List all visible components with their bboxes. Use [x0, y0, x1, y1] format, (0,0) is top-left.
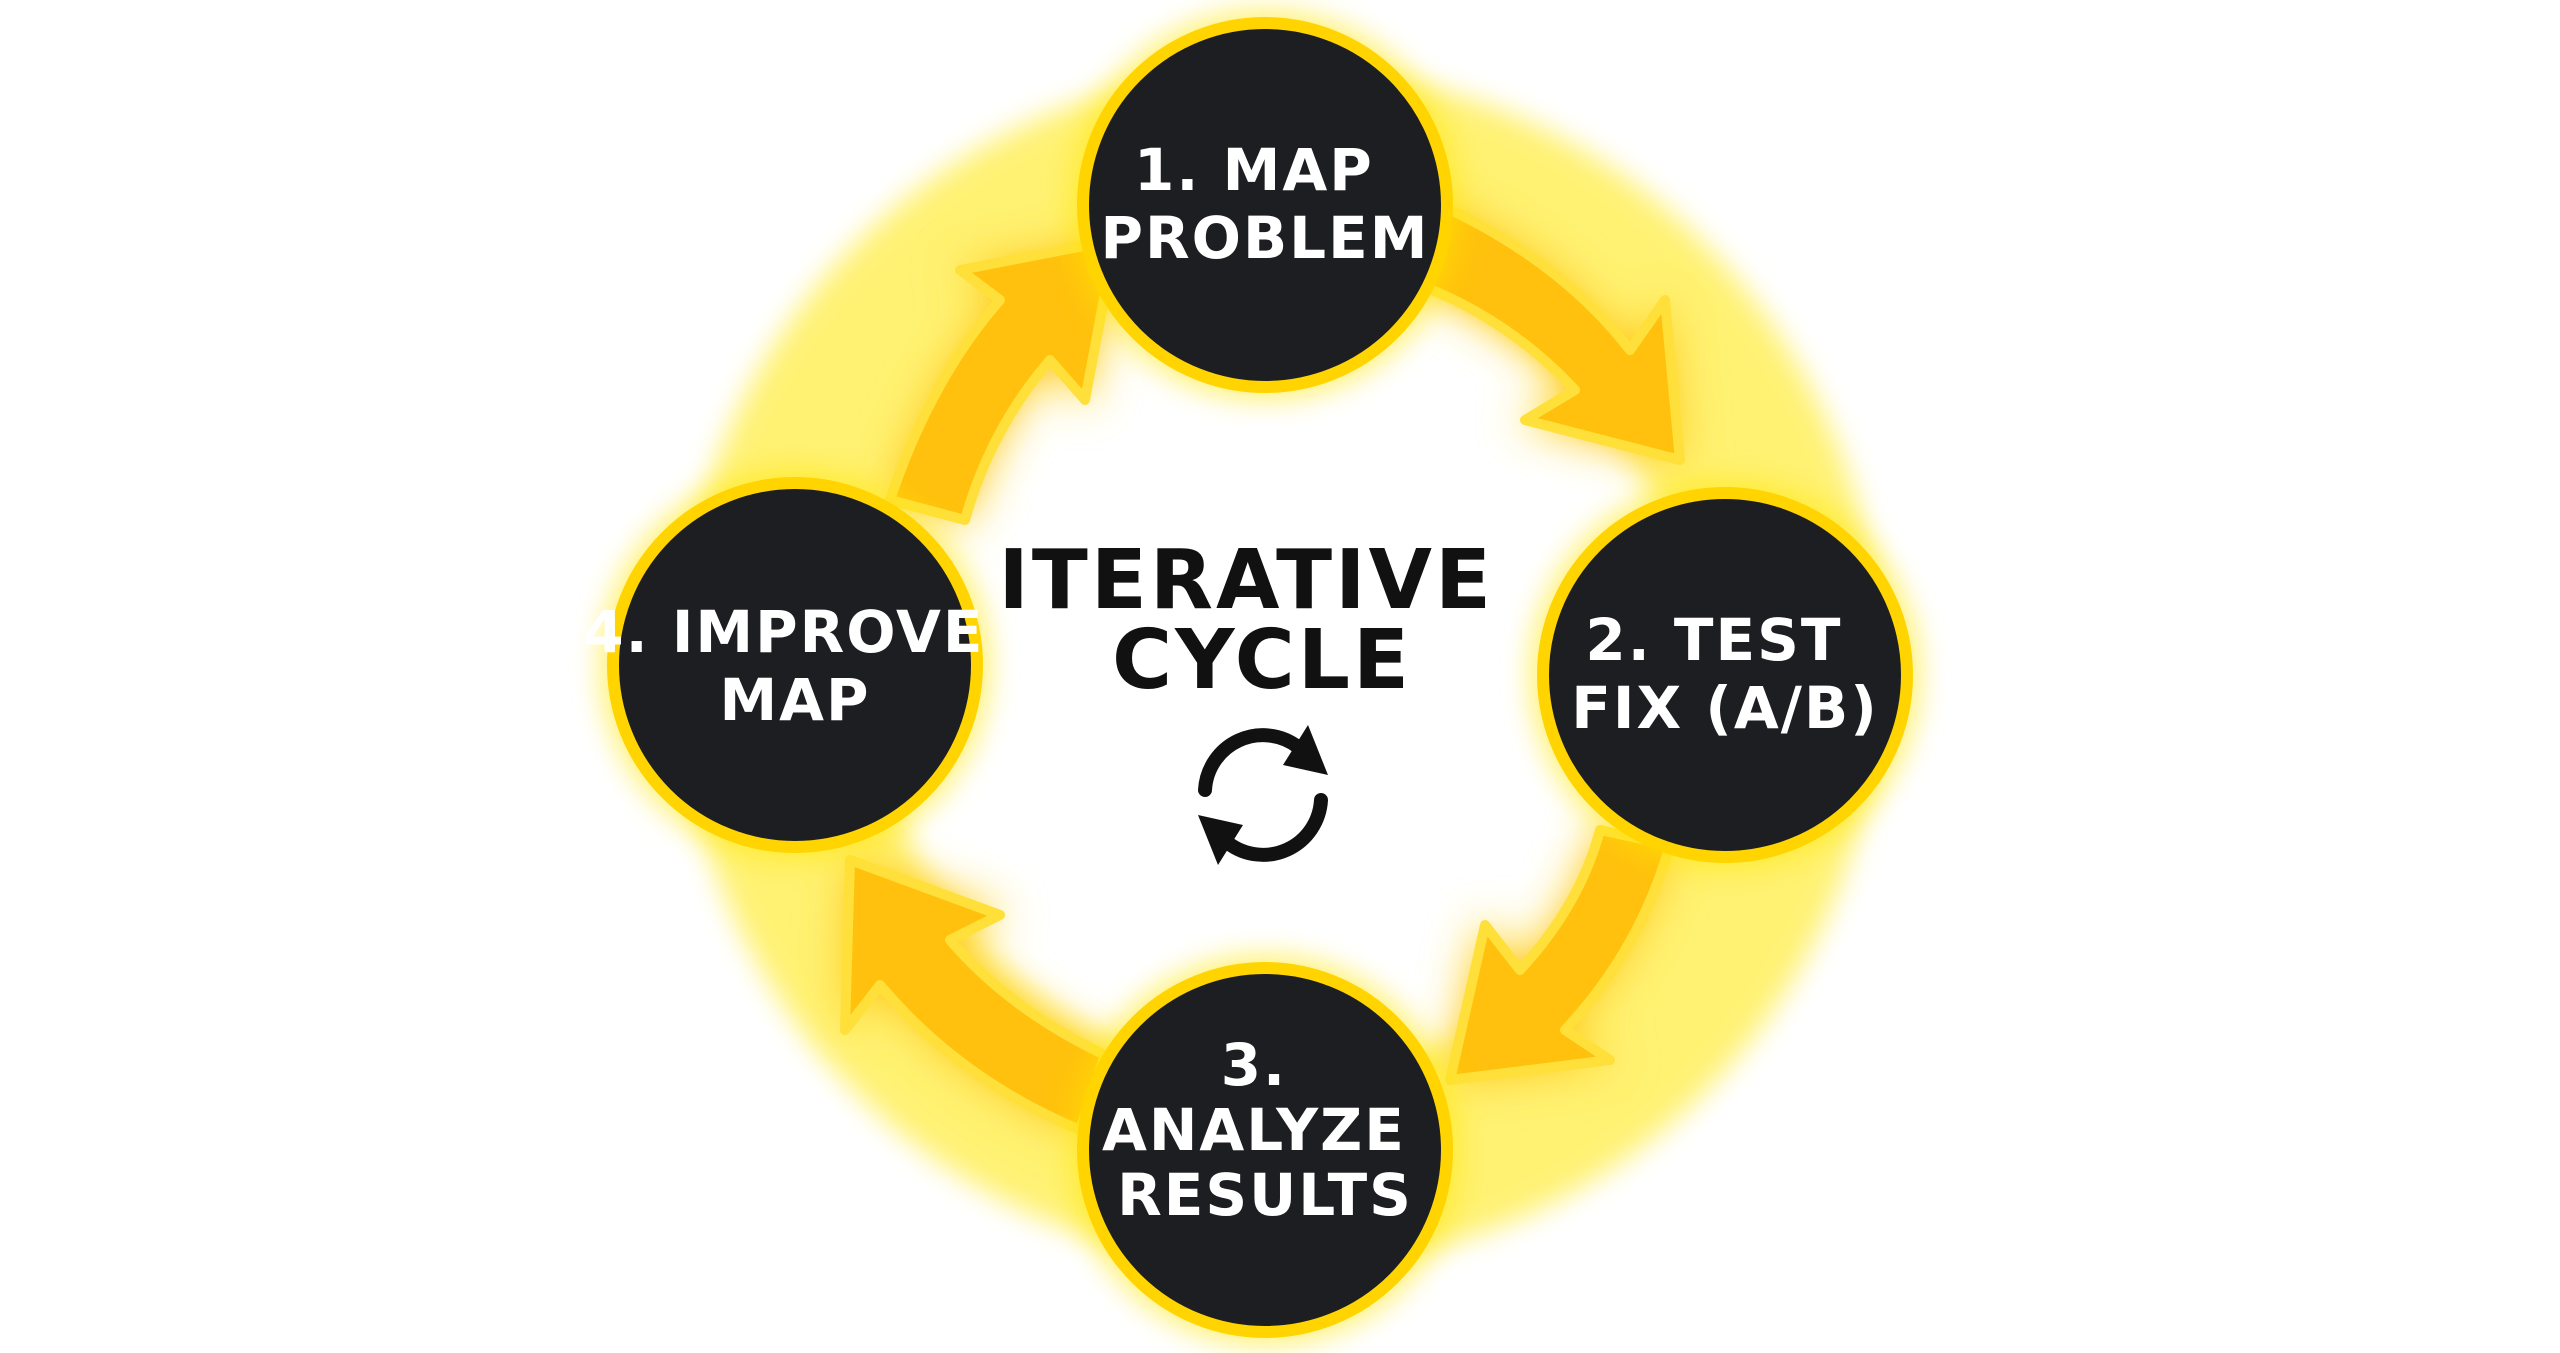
center-title: ITERATIVE CYCLE [998, 533, 1525, 708]
center-title-line-1: ITERATIVE [998, 533, 1494, 628]
refresh-icon [1198, 725, 1328, 865]
step-1-line-1: 1. MAP [1134, 136, 1374, 204]
arrow-step2-to-step3 [1445, 825, 1675, 1085]
step-node-4: 4. IMPROVE MAP [583, 470, 1007, 860]
step-3-line-2: ANALYZE [1102, 1096, 1406, 1164]
step-3-label: 3. ANALYZE RESULTS [1102, 1031, 1428, 1229]
step-node-3: 3. ANALYZE RESULTS [1070, 955, 1460, 1345]
step-2-line-1: 2. TEST [1585, 606, 1842, 674]
step-3-line-3: RESULTS [1117, 1161, 1413, 1229]
center-title-text: ITERATIVE CYCLE [998, 533, 1525, 708]
step-node-2: 2. TEST FIX (A/B) [1530, 480, 1920, 870]
step-2-line-2: FIX (A/B) [1571, 674, 1878, 742]
step-4-label: 4. IMPROVE MAP [583, 598, 1007, 734]
step-4-line-2: MAP [719, 666, 870, 734]
cycle-arrows [840, 200, 1685, 1135]
step-3-line-1: 3. [1221, 1031, 1287, 1099]
arrow-step1-to-step2 [1415, 200, 1685, 465]
step-2-label: 2. TEST FIX (A/B) [1571, 606, 1878, 742]
arrow-step3-to-step4 [840, 855, 1110, 1135]
step-node-1: 1. MAP PROBLEM [1070, 10, 1460, 400]
step-1-label: 1. MAP PROBLEM [1101, 136, 1430, 272]
step-4-line-1: 4. IMPROVE [583, 598, 984, 666]
center-title-line-2: CYCLE [1112, 613, 1412, 708]
step-1-line-2: PROBLEM [1101, 204, 1430, 272]
arrow-step4-to-step1 [885, 235, 1120, 525]
